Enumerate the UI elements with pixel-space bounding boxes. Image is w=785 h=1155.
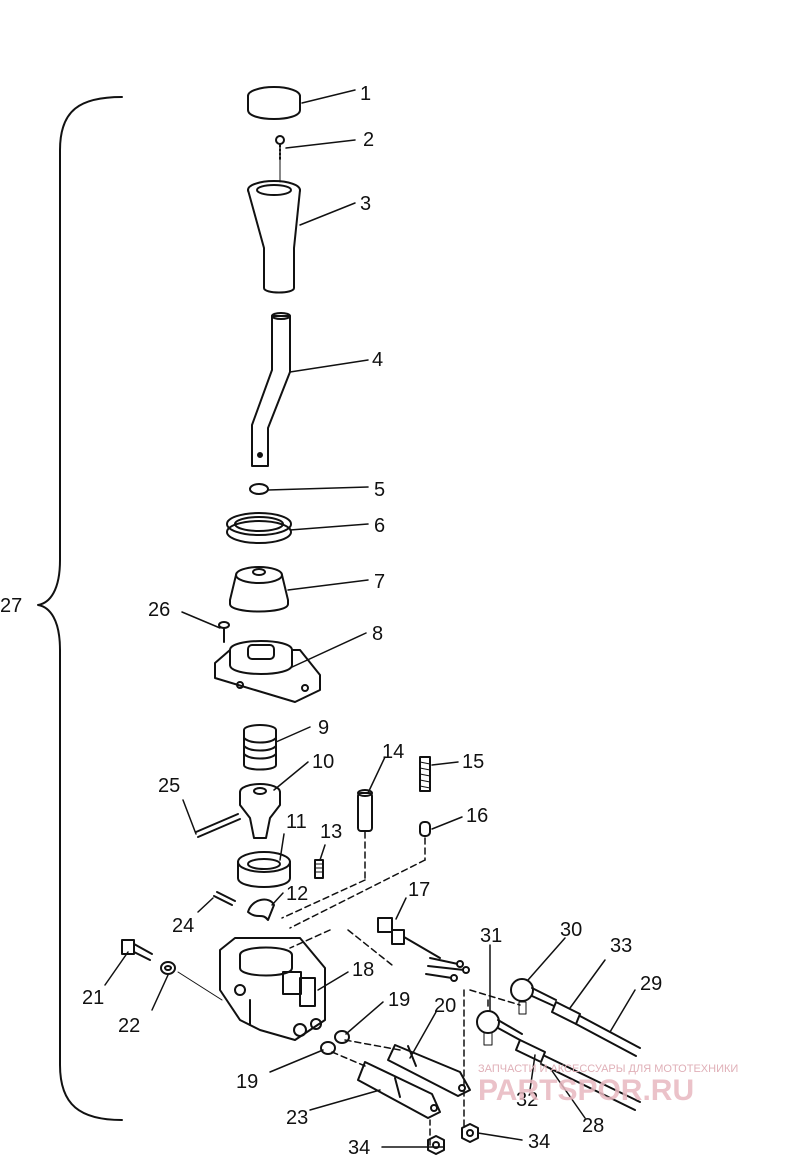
callout-11: 11 — [286, 811, 307, 833]
part-clip — [247, 898, 275, 921]
callout-12: 12 — [286, 883, 308, 905]
callout-16: 16 — [466, 805, 488, 827]
callout-20: 20 — [434, 995, 456, 1017]
part-knob-cap — [247, 86, 301, 120]
part-cable-adjuster-upper — [551, 1001, 581, 1025]
callout-1: 1 — [360, 83, 371, 105]
watermark-caption: ЗАПЧАСТИ И АКСЕССУАРЫ ДЛЯ МОТОТЕХНИКИ — [478, 1063, 738, 1075]
part-washer — [160, 961, 176, 975]
part-nut-left — [427, 1135, 445, 1155]
callout-19-lower: 19 — [236, 1071, 258, 1093]
callout-9: 9 — [318, 717, 329, 739]
callout-5: 5 — [374, 479, 385, 501]
callout-29: 29 — [640, 973, 662, 995]
assembly-brace — [37, 96, 123, 1121]
part-detent-pin — [213, 891, 236, 906]
part-detent-spring — [419, 756, 431, 792]
part-lever-ring — [249, 483, 269, 495]
part-spring — [243, 724, 277, 771]
callout-24: 24 — [172, 915, 194, 937]
callout-30: 30 — [560, 919, 582, 941]
part-mount-plate — [214, 640, 321, 703]
callout-28: 28 — [582, 1115, 604, 1137]
callout-14: 14 — [382, 741, 404, 763]
callout-23: 23 — [286, 1107, 308, 1129]
callout-34: 34 — [348, 1137, 370, 1155]
part-screw — [275, 135, 285, 161]
part-pivot-ball — [239, 783, 281, 839]
part-rod-end-right — [510, 978, 557, 1015]
callout-6: 6 — [374, 515, 385, 537]
part-cable-adjuster-lower — [515, 1039, 546, 1063]
part-shifter-housing — [219, 937, 326, 1041]
part-rod-end-left — [476, 1010, 523, 1046]
part-pin — [195, 813, 241, 838]
callout-33: 33 — [610, 935, 632, 957]
callout-4: 4 — [372, 349, 383, 371]
callout-19: 19 — [388, 989, 410, 1011]
callout-7: 7 — [374, 571, 385, 593]
part-shift-grip — [247, 180, 301, 294]
callout-26: 26 — [148, 599, 170, 621]
part-shift-lever — [251, 312, 291, 467]
part-o-ring-lower — [320, 1041, 336, 1055]
watermark: ЗАПЧАСТИ И АКСЕССУАРЫ ДЛЯ МОТОТЕХНИКИ PA… — [478, 1063, 738, 1107]
callout-32: 32 — [516, 1089, 538, 1111]
callout-18: 18 — [352, 959, 374, 981]
part-mount-screw — [218, 621, 230, 643]
callout-34-right: 34 — [528, 1131, 550, 1153]
callout-27: 27 — [0, 595, 22, 617]
callout-3: 3 — [360, 193, 371, 215]
callout-25: 25 — [158, 775, 180, 797]
part-set-screw — [314, 859, 324, 879]
callout-22: 22 — [118, 1015, 140, 1037]
part-collar — [237, 851, 291, 888]
callout-2: 2 — [363, 129, 374, 151]
part-selector-shaft — [357, 1061, 441, 1119]
part-shift-cable — [540, 1015, 641, 1111]
part-seal-ring — [226, 512, 292, 544]
part-switch — [377, 917, 470, 982]
callout-21: 21 — [82, 987, 104, 1009]
callout-31: 31 — [480, 925, 502, 947]
callout-13: 13 — [320, 821, 342, 843]
callout-8: 8 — [372, 623, 383, 645]
part-detent-ball — [419, 821, 431, 837]
callout-10: 10 — [312, 751, 334, 773]
part-o-ring — [334, 1030, 350, 1044]
part-bolt — [121, 939, 153, 961]
watermark-logo: PARTSPOR.RU — [478, 1074, 694, 1107]
callout-17: 17 — [408, 879, 430, 901]
part-boot — [229, 566, 289, 613]
part-nut-right — [461, 1123, 479, 1143]
callout-15: 15 — [462, 751, 484, 773]
part-dowel — [357, 789, 373, 832]
